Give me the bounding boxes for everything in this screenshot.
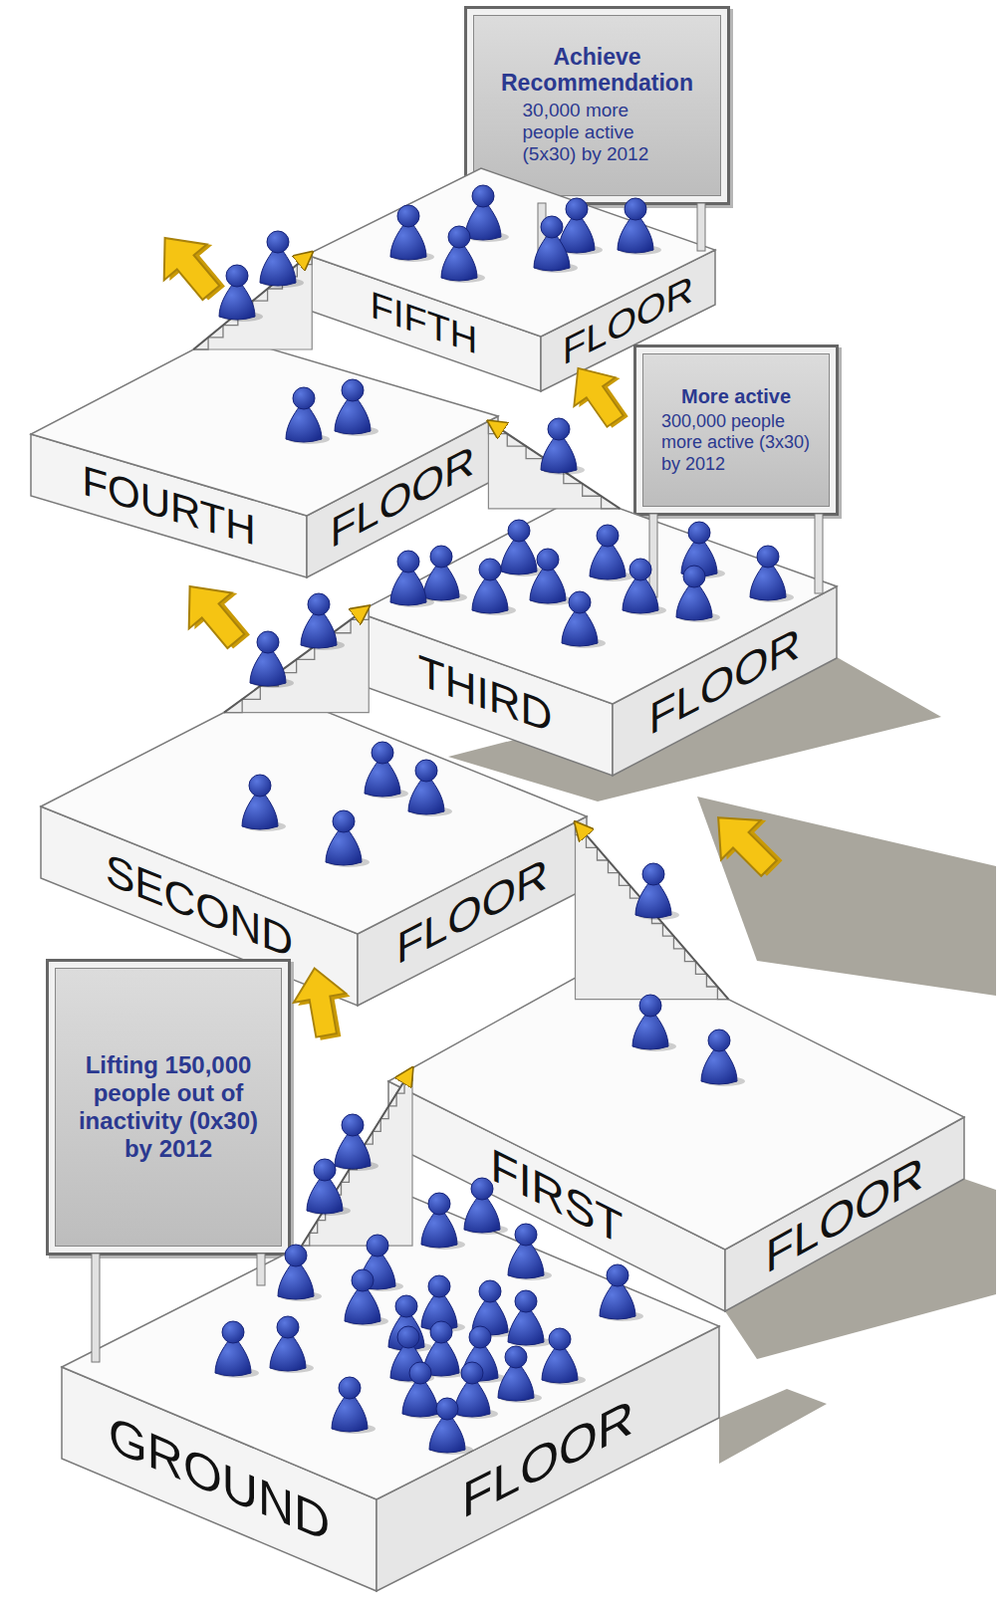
pawn-figure: [622, 558, 667, 616]
floor-shadow: [719, 1389, 827, 1465]
pawn-figure: [344, 1269, 389, 1327]
pawn-figure: [599, 1264, 644, 1322]
pawn-figure: [215, 1321, 259, 1379]
sign-text: 30,000 more people active (5x30) by 2012: [522, 99, 673, 167]
pawn-figure: [259, 231, 304, 288]
pawn-figure: [285, 387, 330, 445]
up-arrow: [168, 565, 263, 663]
pawn-figure: [454, 1362, 499, 1420]
stair-steps: [301, 1068, 413, 1248]
pawn-figure: [541, 1328, 586, 1386]
pawn-figure: [529, 548, 574, 606]
pawn-figure: [635, 863, 680, 921]
pawn-figure: [701, 1029, 746, 1087]
pawn-figure: [507, 1290, 552, 1348]
pawn-figure: [364, 742, 409, 799]
pawn-figure: [250, 631, 294, 689]
pawn-figure: [300, 593, 345, 651]
pawn-figure: [331, 1377, 376, 1435]
pawn-figure: [472, 558, 516, 616]
stair-wall: [224, 606, 369, 714]
sign-board: More active 300,000 people more active (3…: [633, 344, 839, 516]
sign-post: [256, 1254, 265, 1286]
pawn-figure: [408, 759, 453, 817]
pawn-figure: [464, 1178, 508, 1236]
stair-wall: [575, 822, 730, 1001]
pawn-figure: [334, 1114, 379, 1172]
pawn-figure: [242, 774, 286, 832]
stair-connector: [224, 606, 369, 714]
pawn-figure: [558, 198, 603, 255]
sign-post: [649, 513, 658, 598]
pawn-figure: [540, 418, 585, 476]
pawn-figure: [507, 1224, 552, 1281]
staircase: [224, 606, 369, 714]
pawn-figure: [561, 591, 606, 649]
pawn-figure: [306, 1159, 351, 1217]
pawn-figure: [390, 550, 435, 608]
sign-text: Lifting 150,000 people out of inactivity…: [65, 1051, 271, 1164]
pawn-figure: [219, 264, 263, 322]
staircase: [301, 1068, 413, 1248]
pawn-figure: [632, 995, 677, 1052]
pawn-figure: [750, 545, 794, 603]
pawn-figure: [501, 519, 545, 577]
sign-panel: More active 300,000 people more active (3…: [642, 353, 830, 507]
stair-steps: [575, 822, 730, 1001]
sign-text: 300,000 people more active (3x30) by 201…: [661, 411, 811, 475]
stair-connector: [301, 1068, 413, 1248]
pawn-figure: [277, 1245, 322, 1302]
sign-heading: More active: [681, 385, 791, 408]
sign-post: [697, 203, 706, 251]
pawn-figure: [498, 1346, 542, 1404]
pawn-figure: [269, 1316, 314, 1374]
floor-slab: FOURTHFLOOR: [30, 334, 499, 578]
pawn-figure: [390, 205, 435, 262]
up-arrow: [557, 351, 641, 439]
pawn-figure: [589, 524, 634, 582]
stair-steps: [193, 251, 312, 350]
sign-panel: Achieve Recommendation30,000 more people…: [473, 14, 722, 197]
pawn-figure: [441, 226, 486, 283]
up-arrow: [288, 963, 358, 1044]
stair-connector: [575, 822, 730, 1001]
pawn-figure: [421, 1193, 466, 1251]
stair-connector: [193, 251, 312, 350]
staircase: [193, 251, 312, 350]
pawn-figure: [423, 545, 468, 603]
stair-steps: [224, 606, 369, 714]
pawn-figure: [533, 216, 578, 273]
staircase: [575, 822, 730, 1001]
up-arrow: [698, 795, 794, 892]
pawn-figure: [334, 379, 379, 437]
pawn-figure: [617, 198, 662, 255]
pawn-figure: [676, 565, 721, 623]
pawn-figure: [465, 185, 509, 243]
stair-wall: [193, 251, 312, 350]
sign-post: [91, 1254, 100, 1363]
stair-wall: [301, 1068, 413, 1248]
pawn-figure: [325, 810, 370, 868]
sign-panel: Lifting 150,000 people out of inactivity…: [54, 968, 282, 1248]
sign-board: Achieve Recommendation30,000 more people…: [464, 5, 731, 206]
stair-group: [193, 251, 729, 1247]
sign-heading: Achieve Recommendation: [484, 44, 711, 96]
sign-post: [814, 513, 823, 594]
pawn-figure: [429, 1398, 474, 1456]
sign-board: Lifting 150,000 people out of inactivity…: [45, 959, 291, 1256]
